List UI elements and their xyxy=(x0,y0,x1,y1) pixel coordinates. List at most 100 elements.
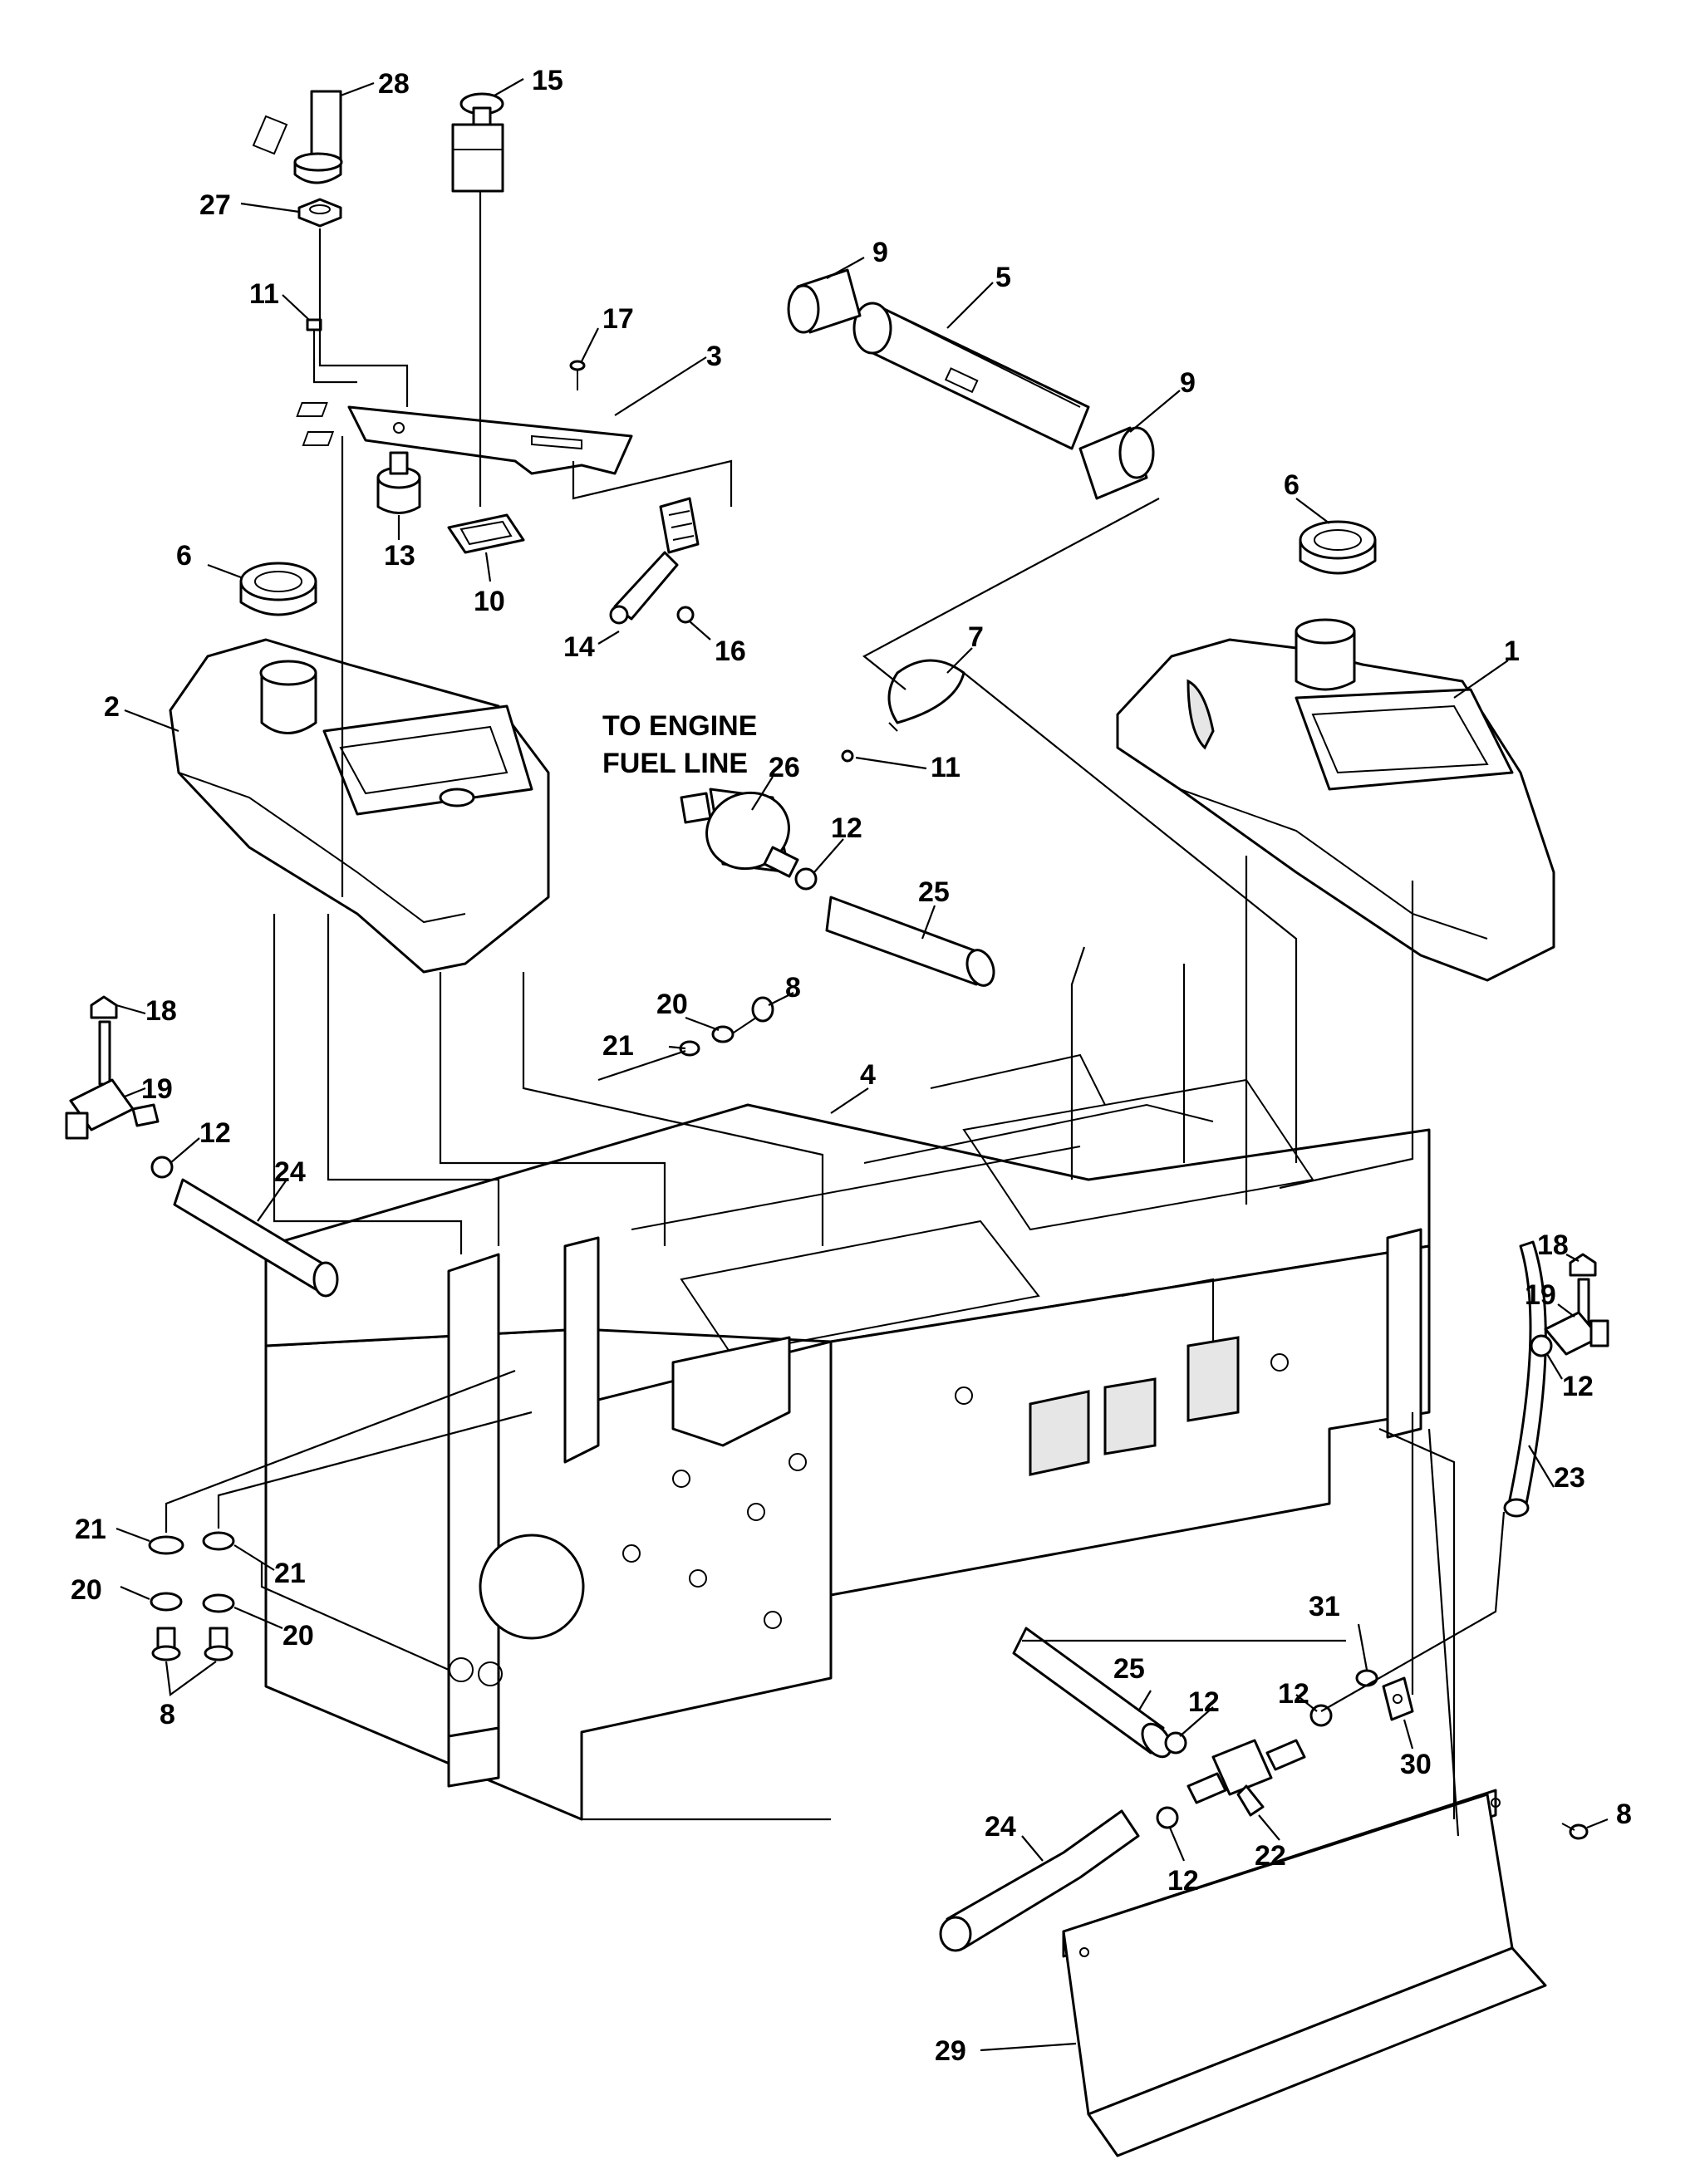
callout-27: 27 xyxy=(199,189,231,221)
bolt-8-left-a xyxy=(151,1627,181,1661)
mounting-bracket-29 xyxy=(1062,1789,1547,2157)
fuel-tee-valve xyxy=(1186,1739,1306,1817)
callout-24: 24 xyxy=(985,1811,1016,1843)
callout-21: 21 xyxy=(602,1030,634,1062)
callout-11: 11 xyxy=(249,278,279,310)
switch-bezel xyxy=(447,513,525,554)
sleeve-9-right xyxy=(1078,426,1155,500)
callout-19: 19 xyxy=(141,1073,173,1105)
nut-16 xyxy=(676,606,695,624)
callout-3: 3 xyxy=(706,341,722,372)
callout-11: 11 xyxy=(931,752,960,783)
callout-20: 20 xyxy=(282,1620,314,1651)
callout-17: 17 xyxy=(602,303,634,335)
fuel-hose-24-bottom xyxy=(939,1809,1140,1952)
washer-20-mid xyxy=(202,1593,235,1613)
fuel-hose-25-bottom xyxy=(1012,1627,1172,1759)
right-fuel-cap xyxy=(1299,520,1377,575)
callout-12: 12 xyxy=(1188,1686,1220,1718)
callout-15: 15 xyxy=(532,65,563,96)
hose-clamp-12d xyxy=(1164,1731,1187,1755)
callout-21: 21 xyxy=(274,1558,306,1589)
callout-7: 7 xyxy=(968,621,984,653)
bolt-8-right xyxy=(1561,1823,1589,1840)
cap-18-right xyxy=(1569,1253,1597,1277)
callout-8: 8 xyxy=(160,1699,175,1730)
callout-25: 25 xyxy=(918,876,950,908)
callout-2: 2 xyxy=(104,691,120,723)
callout-20: 20 xyxy=(656,989,688,1020)
screw-17 xyxy=(569,360,586,390)
screw-11-top xyxy=(306,318,322,357)
callout-9: 9 xyxy=(872,237,888,268)
callout-25: 25 xyxy=(1113,1653,1145,1685)
hose-clamp-12c xyxy=(1530,1334,1553,1357)
fuel-hose-24-left xyxy=(173,1178,339,1298)
callout-14: 14 xyxy=(563,631,595,663)
sleeve-9-left xyxy=(787,268,862,334)
note-line-1: TO ENGINE xyxy=(602,710,757,742)
fuel-filter xyxy=(680,788,799,878)
throttle-lever xyxy=(609,497,700,625)
callout-12: 12 xyxy=(199,1117,231,1149)
callout-12: 12 xyxy=(1167,1865,1199,1897)
callout-18: 18 xyxy=(145,995,177,1027)
callout-29: 29 xyxy=(935,2035,966,2067)
callout-12: 12 xyxy=(831,812,862,844)
callout-1: 1 xyxy=(1504,636,1520,667)
bolt-8-top xyxy=(730,996,774,1035)
hose-clamp-12f xyxy=(1156,1806,1179,1829)
callout-24: 24 xyxy=(274,1156,306,1188)
callout-28: 28 xyxy=(378,68,410,100)
note-line-2: FUEL LINE xyxy=(602,748,748,779)
callout-12: 12 xyxy=(1278,1678,1309,1710)
hose-clamp-12a xyxy=(794,867,818,891)
switch-nut xyxy=(297,198,342,228)
control-panel xyxy=(296,402,633,475)
callout-6: 6 xyxy=(1284,469,1300,501)
callout-19: 19 xyxy=(1525,1279,1556,1311)
screw-11-clamp xyxy=(841,749,854,763)
key-switch xyxy=(252,90,343,184)
fuel-hose-23-right xyxy=(1503,1240,1547,1518)
washer-21-left xyxy=(148,1535,184,1555)
washer-21-mid xyxy=(202,1531,235,1551)
nut-31 xyxy=(1355,1669,1378,1687)
callout-5: 5 xyxy=(995,262,1011,293)
callout-labels: 28 15 27 11 17 3 9 5 9 13 10 6 6 14 16 7… xyxy=(71,65,1632,2067)
valve-bracket-30 xyxy=(1382,1676,1414,1721)
assembly-lines xyxy=(165,191,1506,1837)
callout-12: 12 xyxy=(1562,1371,1594,1402)
bolt-8-left-b xyxy=(204,1627,233,1661)
cap-18-left xyxy=(90,995,118,1019)
callout-10: 10 xyxy=(474,586,505,617)
callout-23: 23 xyxy=(1554,1462,1585,1494)
callout-6: 6 xyxy=(176,540,192,572)
shutoff-valve-19-right xyxy=(1544,1278,1609,1356)
shutoff-valve-19-left xyxy=(65,1020,160,1140)
callout-9: 9 xyxy=(1180,367,1196,399)
callout-26: 26 xyxy=(769,752,800,783)
callout-20: 20 xyxy=(71,1574,102,1606)
callout-21: 21 xyxy=(75,1514,106,1545)
hose-clamp-7 xyxy=(887,659,965,732)
main-frame xyxy=(264,1053,1431,1821)
callout-22: 22 xyxy=(1255,1840,1286,1872)
left-fuel-tank xyxy=(169,638,550,974)
callout-16: 16 xyxy=(715,636,746,667)
callout-18: 18 xyxy=(1537,1229,1569,1261)
fuel-hose-25-top xyxy=(825,896,995,987)
callout-4: 4 xyxy=(860,1059,876,1091)
washer-20-left xyxy=(150,1592,183,1612)
leader-lines xyxy=(115,78,1609,2052)
callout-31: 31 xyxy=(1309,1591,1340,1622)
hose-clamp-12b xyxy=(150,1156,174,1179)
left-fuel-cap xyxy=(239,562,317,616)
cover-tube xyxy=(852,302,1090,450)
right-fuel-tank xyxy=(1116,618,1555,982)
callout-13: 13 xyxy=(384,540,415,572)
callout-30: 30 xyxy=(1400,1749,1432,1780)
callout-8: 8 xyxy=(785,972,801,1004)
ignition-switch xyxy=(376,451,421,514)
